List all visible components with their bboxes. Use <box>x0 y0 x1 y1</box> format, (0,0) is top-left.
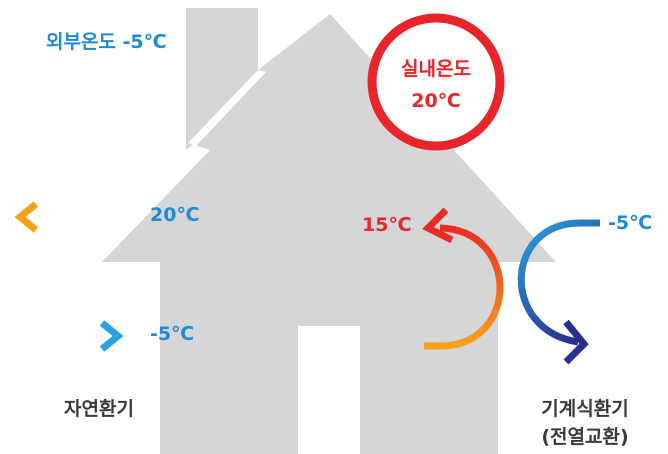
natural-supply-arrow <box>14 320 124 352</box>
indoor-temp-label-line1: 실내온도 <box>401 58 471 80</box>
natural-exhaust-temp: 20℃ <box>150 204 200 226</box>
mechanical-ventilation-caption-line2: (전열교환) <box>541 426 629 448</box>
outdoor-temp-label: 외부온도 -5℃ <box>46 31 167 53</box>
mechanical-exhaust-arrow <box>422 207 504 350</box>
natural-supply-temp: -5℃ <box>150 323 195 345</box>
indoor-temp-label-line2: 20℃ <box>411 90 461 112</box>
natural-ventilation-caption: 자연환기 <box>64 398 134 420</box>
mechanical-ventilation-caption-line1: 기계식환기 <box>541 398 629 420</box>
mechanical-supply-arrow <box>517 219 600 365</box>
mechanical-supply-temp: -5℃ <box>608 212 653 234</box>
roof-gap <box>188 70 266 146</box>
mechanical-exhaust-temp: 15℃ <box>362 214 412 236</box>
natural-exhaust-arrow <box>14 201 122 233</box>
indoor-temp-circle <box>367 13 505 151</box>
